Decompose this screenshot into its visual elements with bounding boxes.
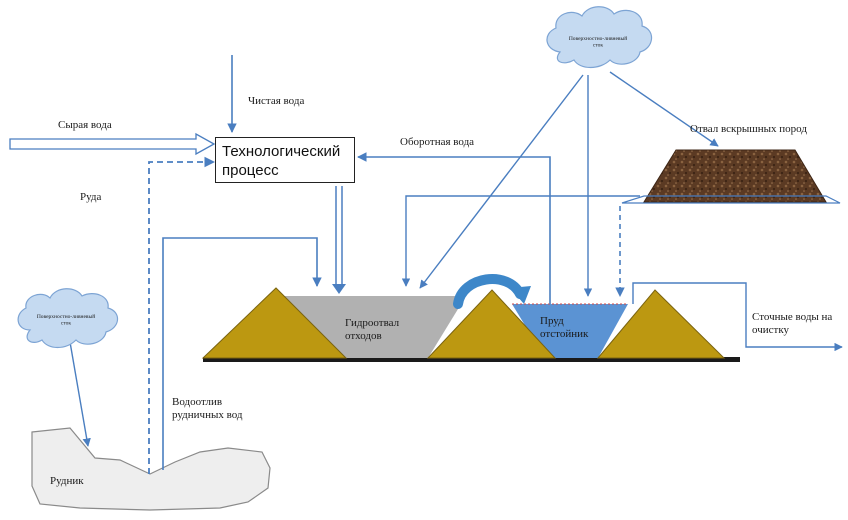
dam-middle: [426, 289, 557, 359]
wastewater-line: [632, 282, 843, 352]
ore-label: Руда: [80, 191, 102, 203]
ground-line: [203, 357, 740, 362]
dam-left: [201, 287, 348, 359]
cloud-left: [17, 288, 119, 349]
overburden-dump-label: Отвал вскрышных пород: [690, 123, 807, 135]
raw-water-label: Сырая вода: [58, 119, 112, 131]
recycled-water-label: Оборотная вода: [400, 136, 474, 148]
cloud-top: [546, 6, 653, 69]
curved-transfer-arrowhead: [510, 286, 531, 304]
runoff-to-tailings: [419, 74, 584, 289]
process-label: Технологический процесс: [222, 143, 341, 179]
runoff-to-dump: [609, 71, 719, 147]
raw-water-arrow: [9, 132, 216, 156]
curved-transfer-arrow: [453, 274, 525, 309]
ore-dashed-line: [148, 156, 216, 474]
clean-water-label: Чистая вода: [248, 95, 304, 107]
recycled-water-line: [357, 152, 551, 304]
dam-right: [596, 289, 726, 359]
process-box: Технологический процесс: [215, 137, 355, 183]
runoff-to-mine: [69, 341, 91, 447]
process-to-tailings-head: [332, 284, 346, 294]
mine-label: Рудник: [50, 475, 84, 487]
mine-drainage-line: [162, 237, 322, 470]
overburden-dump-label-text: Отвал вскрышных пород: [690, 123, 807, 135]
dump-runoff-line: [401, 195, 640, 287]
overburden-dump: [643, 149, 827, 203]
mine-shape: [31, 427, 271, 511]
dump-base-outline: [621, 195, 841, 204]
